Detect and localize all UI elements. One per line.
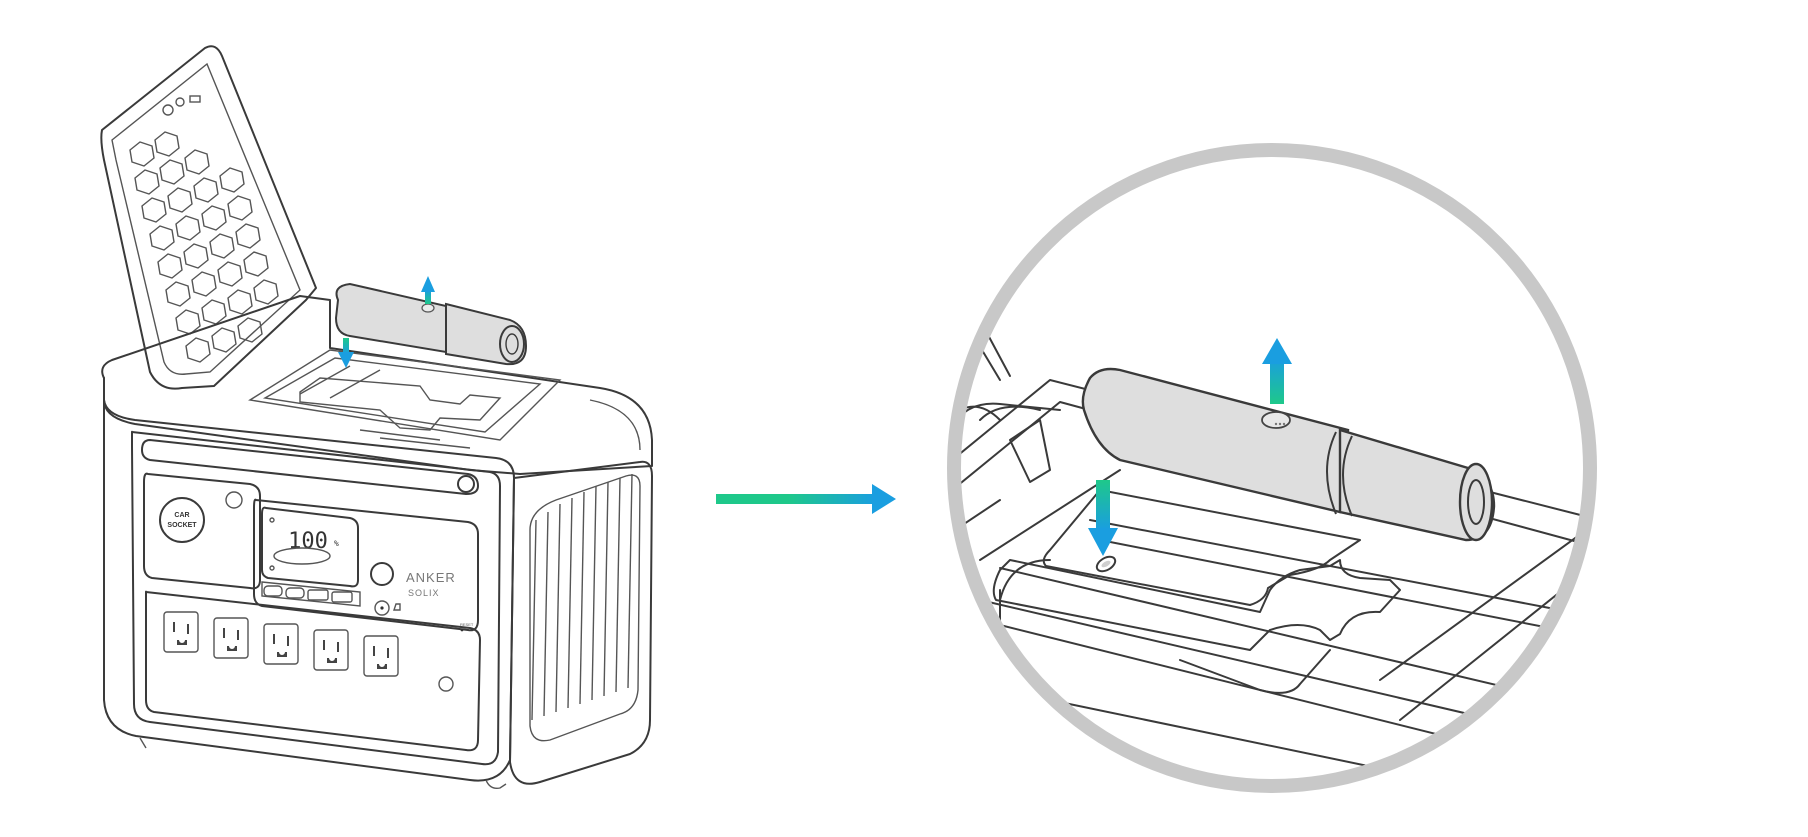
percent-unit: % — [334, 539, 339, 548]
car-socket-label-2: SOCKET — [167, 522, 197, 529]
usb-ports — [261, 581, 361, 607]
brand-anker: ANKER — [406, 570, 456, 585]
power-station: CAR SOCKET 100 % ANKER SOLIX RESET — [100, 45, 653, 790]
car-socket-label: CAR — [174, 512, 189, 519]
ac-outlets — [163, 611, 454, 692]
grip-handle — [334, 282, 528, 366]
arrow-down-icon — [338, 338, 354, 368]
zoom-ring — [947, 143, 1597, 793]
zoom-grip-handle — [1081, 367, 1496, 542]
arrow-up-icon — [1262, 338, 1292, 404]
arrow-right-icon — [716, 484, 896, 514]
honeycomb-pattern — [129, 131, 279, 363]
zoom-lid-hinge — [952, 319, 1061, 483]
screw-hole — [1095, 555, 1117, 573]
lcd-screen — [261, 506, 359, 588]
side-vents — [529, 473, 641, 742]
reset-label: RESET — [460, 622, 474, 627]
lid-panel — [100, 45, 317, 390]
arrow-up-icon — [421, 276, 435, 304]
brand-solix: SOLIX — [408, 588, 440, 598]
car-socket — [159, 497, 205, 543]
arrow-down-icon — [1088, 480, 1118, 556]
top-compartment — [248, 349, 641, 451]
zoom-detail — [947, 143, 1597, 793]
power-button — [370, 562, 394, 586]
